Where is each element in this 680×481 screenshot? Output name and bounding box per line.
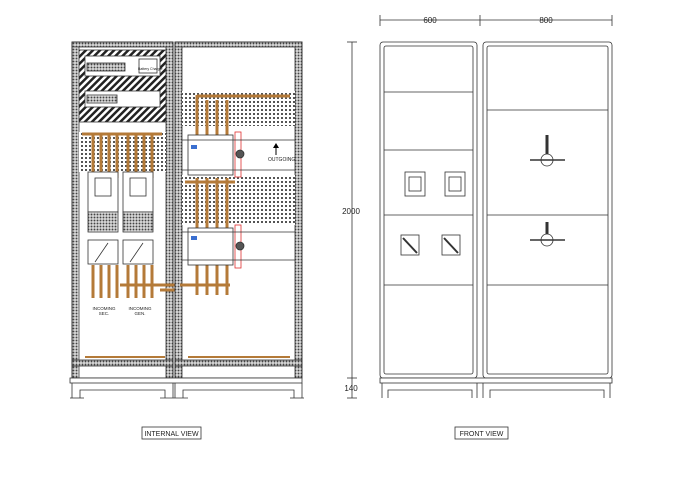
arrow-up-icon <box>273 143 279 148</box>
breaker-window-gen <box>444 171 466 197</box>
front-view-title-box <box>454 426 509 440</box>
rotary-handle-sec <box>400 234 420 256</box>
internal-view-title: INTERNAL VIEW <box>144 431 199 438</box>
front-door-right <box>482 41 613 379</box>
incoming-gen-label-1: INCOMING <box>129 306 152 311</box>
dim-width-left: 600 <box>423 16 437 25</box>
outgoing-label: OUTGOING <box>268 157 295 163</box>
transfer-switch-upper <box>187 134 234 176</box>
ats-handle-upper <box>530 135 565 167</box>
front-view-title: FRONT VIEW <box>460 431 504 438</box>
incoming-gen-label-2: GEN. <box>134 311 145 316</box>
internal-view-title-box <box>141 426 202 440</box>
internal-view <box>69 41 304 399</box>
transfer-switch-lower <box>187 227 234 266</box>
dim-base: 140 <box>344 384 358 393</box>
dim-width-right: 800 <box>539 16 553 25</box>
front-view <box>347 15 613 399</box>
dim-height: 2000 <box>342 207 360 216</box>
battery-charger-label: Battery Charger <box>138 67 164 71</box>
incoming-sec-label-1: INCOMING <box>93 306 116 311</box>
incoming-sec-label-2: SEC. <box>99 311 110 316</box>
rotary-handle-gen <box>441 234 461 256</box>
breaker-window-sec <box>404 171 426 197</box>
ats-handle-lower <box>530 222 565 247</box>
